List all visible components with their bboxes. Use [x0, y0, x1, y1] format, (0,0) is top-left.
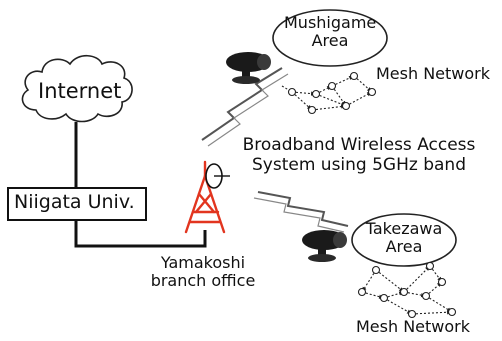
camera-icon-bottom	[302, 230, 347, 262]
mesh-nodes-bottom	[357, 261, 457, 319]
bwa-label-line2: System using 5GHz band	[252, 154, 466, 175]
internet-label: Internet	[38, 79, 122, 103]
wireless-link-to-takezawa	[257, 191, 349, 227]
mushigame-area-word: Area	[311, 31, 349, 51]
univ-box	[7, 187, 147, 221]
camera-icon-top	[226, 52, 271, 84]
internet-cloud	[21, 54, 133, 123]
mesh-network-top-label: Mesh Network	[376, 64, 491, 83]
mushigame-area-label: Mushigame Area	[284, 13, 377, 51]
branch-office-label: Yamakoshi branch office	[138, 253, 268, 291]
takezawa-area-word: Area	[385, 237, 423, 257]
mesh-nodes-top	[287, 71, 377, 115]
branch-office-name: Yamakoshi	[160, 253, 246, 272]
bwa-label: Broadband Wireless Access System using 5…	[232, 135, 486, 175]
branch-office-word: branch office	[150, 271, 256, 291]
takezawa-area-name: Takezawa	[365, 219, 443, 238]
mesh-network-bottom-label: Mesh Network	[356, 317, 471, 336]
wireless-link-to-mushigame	[201, 67, 283, 141]
univ-tower-link	[74, 220, 207, 248]
mushigame-area-ellipse	[272, 9, 388, 67]
takezawa-area-label: Takezawa Area	[360, 219, 448, 257]
mushigame-area-name: Mushigame	[284, 13, 377, 32]
bwa-label-line1: Broadband Wireless Access	[242, 135, 476, 155]
takezawa-area-ellipse	[351, 213, 457, 267]
univ-label: Niigata Univ.	[14, 191, 135, 213]
